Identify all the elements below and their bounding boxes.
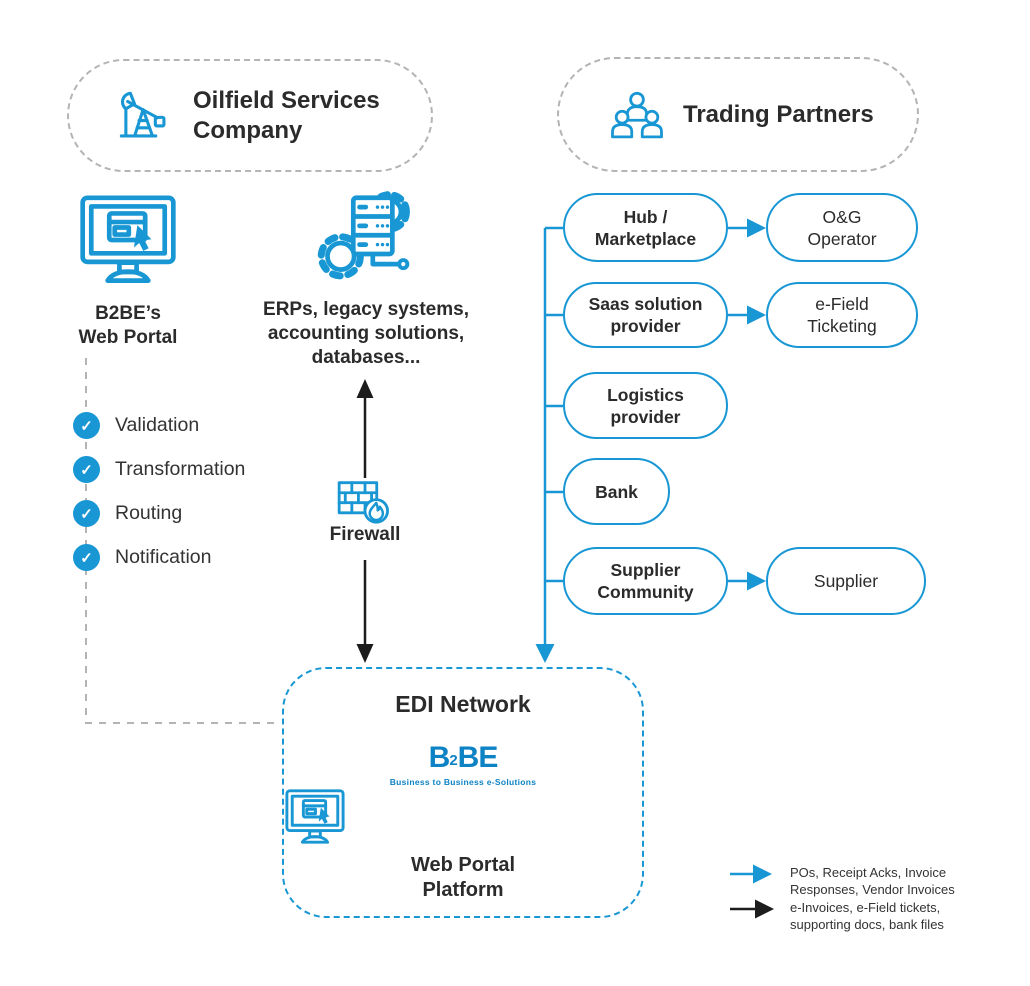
blue-partner-tree (535, 218, 766, 663)
b2be-tagline: Business to Business e-Solutions (389, 777, 537, 787)
partner-saas-provider: Saas solution provider (563, 282, 728, 348)
legend-black-arrow-text: e-Invoices, e-Field tickets, supporting … (790, 900, 944, 932)
edi-network-title: EDI Network (395, 691, 531, 717)
oil-pumpjack-icon (115, 89, 173, 143)
gray-dashed-connector (85, 358, 279, 724)
service-item-notification: ✓ Notification (73, 544, 211, 571)
logo-letter: B (457, 741, 480, 774)
partner-og-operator: O&G Operator (766, 193, 918, 262)
trading-partners-group: Trading Partners (557, 57, 919, 172)
legend-arrow-icons (730, 864, 774, 919)
server-gears-icon (314, 186, 416, 286)
partner-efield-ticketing: e-Field Ticketing (766, 282, 918, 348)
edi-network-box: EDI Network B2BE Business to Business e-… (282, 667, 644, 918)
trading-group-title: Trading Partners (683, 100, 874, 128)
b2be-logo: B2BE (284, 743, 642, 776)
monitor-cursor-icon (284, 787, 642, 847)
service-label: Notification (115, 546, 212, 568)
web-portal-platform-label: Web Portal Platform (410, 854, 516, 901)
check-icon: ✓ (73, 500, 100, 527)
erp-systems-label: ERPs, legacy systems, accounting solutio… (263, 299, 469, 368)
logo-letter: 2 (449, 752, 458, 769)
service-item-transformation: ✓ Transformation (73, 456, 245, 483)
legend-blue-arrow-text: POs, Receipt Acks, Invoice Responses, Ve… (790, 865, 955, 897)
service-item-routing: ✓ Routing (73, 500, 182, 527)
service-label: Routing (115, 502, 183, 524)
oilfield-group-title: Oilfield Services Company (193, 86, 380, 144)
service-label: Transformation (115, 458, 246, 480)
firewall-label: Firewall (329, 524, 401, 545)
service-label: Validation (115, 414, 200, 436)
partner-logistics-provider: Logistics provider (563, 372, 728, 439)
people-group-icon (609, 90, 665, 140)
check-icon: ✓ (73, 456, 100, 483)
partner-supplier: Supplier (766, 547, 926, 615)
black-firewall-arrows (356, 379, 374, 663)
partner-supplier-community: Supplier Community (563, 547, 728, 615)
blue-arrowhead (753, 864, 772, 884)
black-arrowhead (755, 899, 774, 919)
check-icon: ✓ (73, 544, 100, 571)
partner-bank: Bank (563, 458, 670, 525)
service-item-validation: ✓ Validation (73, 412, 199, 439)
logo-letter: B (428, 741, 451, 774)
partner-hub-marketplace: Hub / Marketplace (563, 193, 728, 262)
web-portal-label: B2BE’s Web Portal (78, 303, 178, 348)
check-icon: ✓ (73, 412, 100, 439)
firewall-flame-icon (333, 478, 397, 525)
oilfield-services-group: Oilfield Services Company (67, 59, 433, 172)
logo-letter: E (478, 741, 498, 774)
monitor-cursor-icon (78, 191, 178, 289)
